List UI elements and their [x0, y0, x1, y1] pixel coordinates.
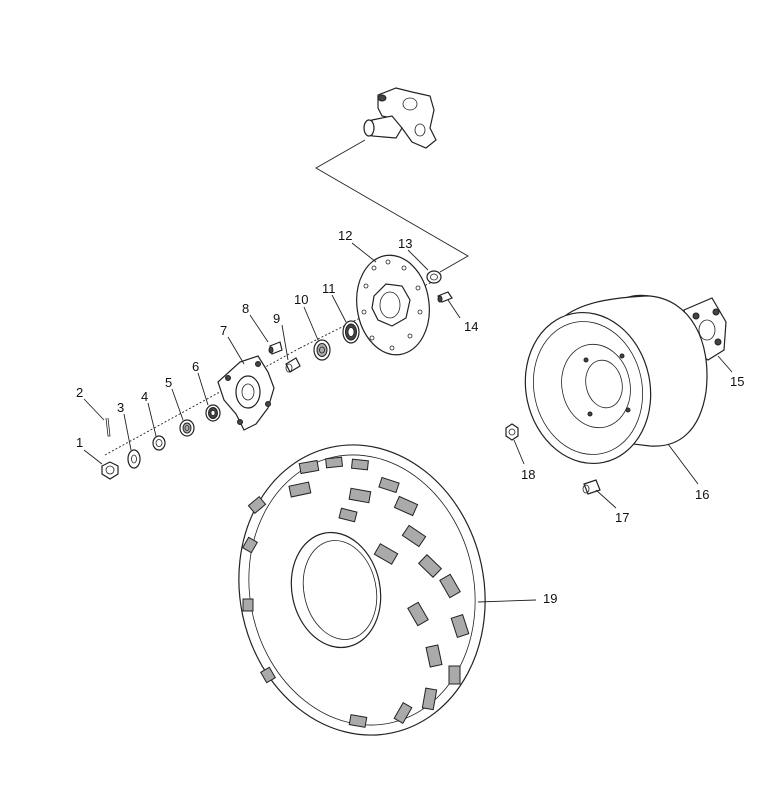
part-19-tire [238, 444, 486, 736]
part-13-bushing [426, 270, 442, 284]
part-11-seal [342, 320, 360, 344]
part-7-wheel-hub [217, 355, 275, 431]
part-10-bearing [313, 339, 331, 361]
callout-2: 2 [76, 385, 83, 400]
callout-10: 10 [294, 292, 308, 307]
callout-14: 14 [464, 319, 478, 334]
callout-6: 6 [192, 359, 199, 374]
part-9-bushing [285, 357, 301, 373]
callout-15: 15 [730, 374, 744, 389]
callout-18: 18 [521, 467, 535, 482]
callout-12: 12 [338, 228, 352, 243]
callout-19: 19 [543, 591, 557, 606]
callout-8: 8 [242, 301, 249, 316]
part-16-wheel-rim [524, 294, 708, 465]
part-4-spacer [152, 435, 166, 451]
callout-9: 9 [273, 311, 280, 326]
steering-knuckle [363, 87, 437, 149]
part-1-nut [101, 461, 119, 480]
callout-1: 1 [76, 435, 83, 450]
part-12-brake-disc [356, 254, 430, 356]
part-2-cotter-pin [105, 417, 111, 437]
part-14-bolt [437, 291, 453, 303]
callout-16: 16 [695, 487, 709, 502]
part-5-bearing [179, 419, 195, 437]
leader-lines [83, 242, 733, 603]
part-18-lug-nut [505, 423, 519, 441]
callout-13: 13 [398, 236, 412, 251]
callout-4: 4 [141, 389, 148, 404]
callout-5: 5 [165, 375, 172, 390]
callout-7: 7 [220, 323, 227, 338]
callout-11: 11 [322, 281, 336, 296]
callout-labels: 1 2 3 4 5 6 7 8 9 10 11 12 13 14 15 16 1… [76, 228, 744, 606]
part-6-seal [205, 404, 221, 422]
part-3-washer [127, 449, 141, 469]
callout-3: 3 [117, 400, 124, 415]
callout-17: 17 [615, 510, 629, 525]
part-8-stud [268, 341, 283, 355]
